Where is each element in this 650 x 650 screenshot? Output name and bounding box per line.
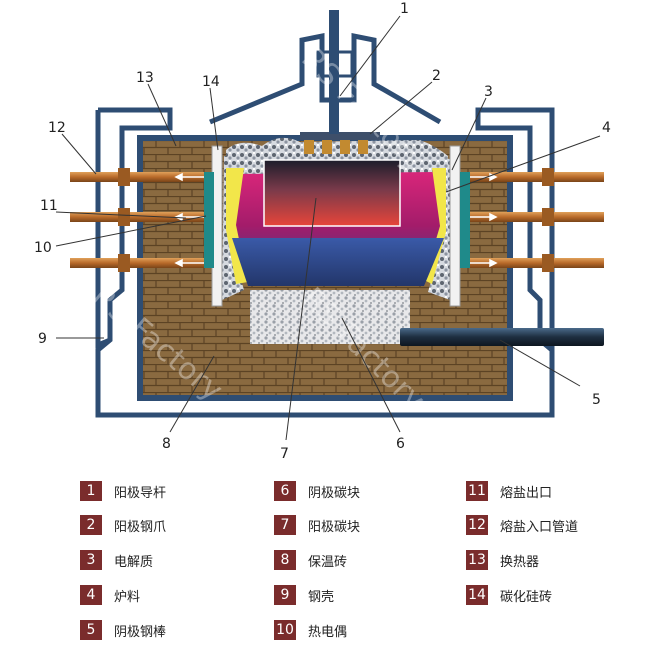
anode-yoke — [300, 132, 380, 154]
callout-8: 8 — [162, 436, 171, 452]
legend-item-2: 2 阳极钢爪 — [80, 514, 166, 536]
legend-text: 炉料 — [114, 589, 141, 605]
legend-item-4: 4 炉料 — [80, 584, 140, 606]
electrolyte-right — [424, 168, 446, 284]
metal-pad — [232, 238, 444, 286]
callout-4: 4 — [602, 120, 611, 136]
legend-item-11: 11 熔盐出口 — [466, 480, 552, 502]
electrolytic-cell-diagram: RS Factory RS Factory RS Factory 1 2 3 4… — [34, 1, 611, 460]
legend-item-9: 9 钢壳 — [274, 584, 334, 606]
legend-number: 2 — [80, 515, 102, 535]
anode-carbon-block — [263, 159, 401, 227]
legend-text: 电解质 — [114, 554, 154, 570]
legend-number: 9 — [274, 585, 296, 605]
legend-text: 阴极钢棒 — [114, 624, 167, 640]
legend-item-5: 5 阴极钢棒 — [80, 619, 166, 641]
legend-number: 3 — [80, 550, 102, 570]
legend-item-8: 8 保温砖 — [274, 549, 347, 571]
cathode-steel-bar — [400, 328, 604, 346]
molten-salt-pipes-left — [70, 168, 204, 272]
legend-number: 14 — [466, 585, 488, 605]
legend-number: 8 — [274, 550, 296, 570]
steel-shell-outline — [95, 107, 555, 418]
callout-5: 5 — [592, 392, 601, 408]
legend-text: 保温砖 — [308, 554, 348, 570]
steel-shell-left — [95, 110, 111, 349]
anode-clamp — [316, 50, 354, 78]
legend-item-14: 14 碳化硅砖 — [466, 584, 552, 606]
legend-number: 4 — [80, 585, 102, 605]
anode-rod — [329, 10, 339, 134]
heat-exchanger-right — [460, 172, 470, 268]
callout-10: 10 — [34, 240, 52, 256]
legend-text: 阳极钢爪 — [114, 519, 167, 535]
legend-text: 热电偶 — [308, 624, 348, 640]
legend-text: 碳化硅砖 — [500, 589, 553, 605]
callout-1: 1 — [400, 1, 409, 17]
sic-brick-right — [449, 145, 461, 307]
callout-12: 12 — [48, 120, 66, 136]
molten-salt-pipes-right — [470, 168, 604, 272]
legend-item-12: 12 熔盐入口管道 — [466, 514, 578, 536]
callout-3: 3 — [484, 84, 493, 100]
legend-text: 钢壳 — [308, 589, 335, 605]
legend-number: 12 — [466, 515, 488, 535]
leader-lines — [55, 15, 601, 441]
legend-item-13: 13 换热器 — [466, 549, 539, 571]
legend-text: 阳极导杆 — [114, 485, 167, 501]
legend-text: 阳极碳块 — [308, 519, 361, 535]
legend-text: 换热器 — [500, 554, 540, 570]
legend-number: 1 — [80, 481, 102, 501]
legend-item-1: 1 阳极导杆 — [80, 480, 166, 502]
legend-item-6: 6 阴极碳块 — [274, 480, 360, 502]
legend-number: 13 — [466, 550, 488, 570]
legend-item-10: 10 热电偶 — [274, 619, 347, 641]
callout-2: 2 — [432, 68, 441, 84]
heat-exchanger-left — [204, 172, 214, 268]
legend-number: 11 — [466, 481, 488, 501]
legend-text: 熔盐出口 — [500, 485, 553, 501]
electrolyte-left — [226, 168, 248, 284]
legend-number: 7 — [274, 515, 296, 535]
callout-14: 14 — [202, 74, 220, 90]
callout-7: 7 — [280, 446, 289, 460]
legend-number: 5 — [80, 620, 102, 640]
callout-13: 13 — [136, 70, 154, 86]
legend-number: 10 — [274, 620, 296, 640]
legend-text: 熔盐入口管道 — [500, 519, 579, 535]
legend-number: 6 — [274, 481, 296, 501]
callout-11: 11 — [40, 198, 58, 214]
callout-6: 6 — [396, 436, 405, 452]
legend-item-7: 7 阳极碳块 — [274, 514, 360, 536]
callout-9: 9 — [38, 331, 47, 347]
legend: 1 阳极导杆 2 阳极钢爪 3 电解质 4 炉料 5 阴极钢棒 6 阴极碳块 7… — [0, 470, 650, 650]
legend-item-3: 3 电解质 — [80, 549, 153, 571]
legend-text: 阴极碳块 — [308, 485, 361, 501]
cathode-carbon-block — [250, 290, 410, 344]
